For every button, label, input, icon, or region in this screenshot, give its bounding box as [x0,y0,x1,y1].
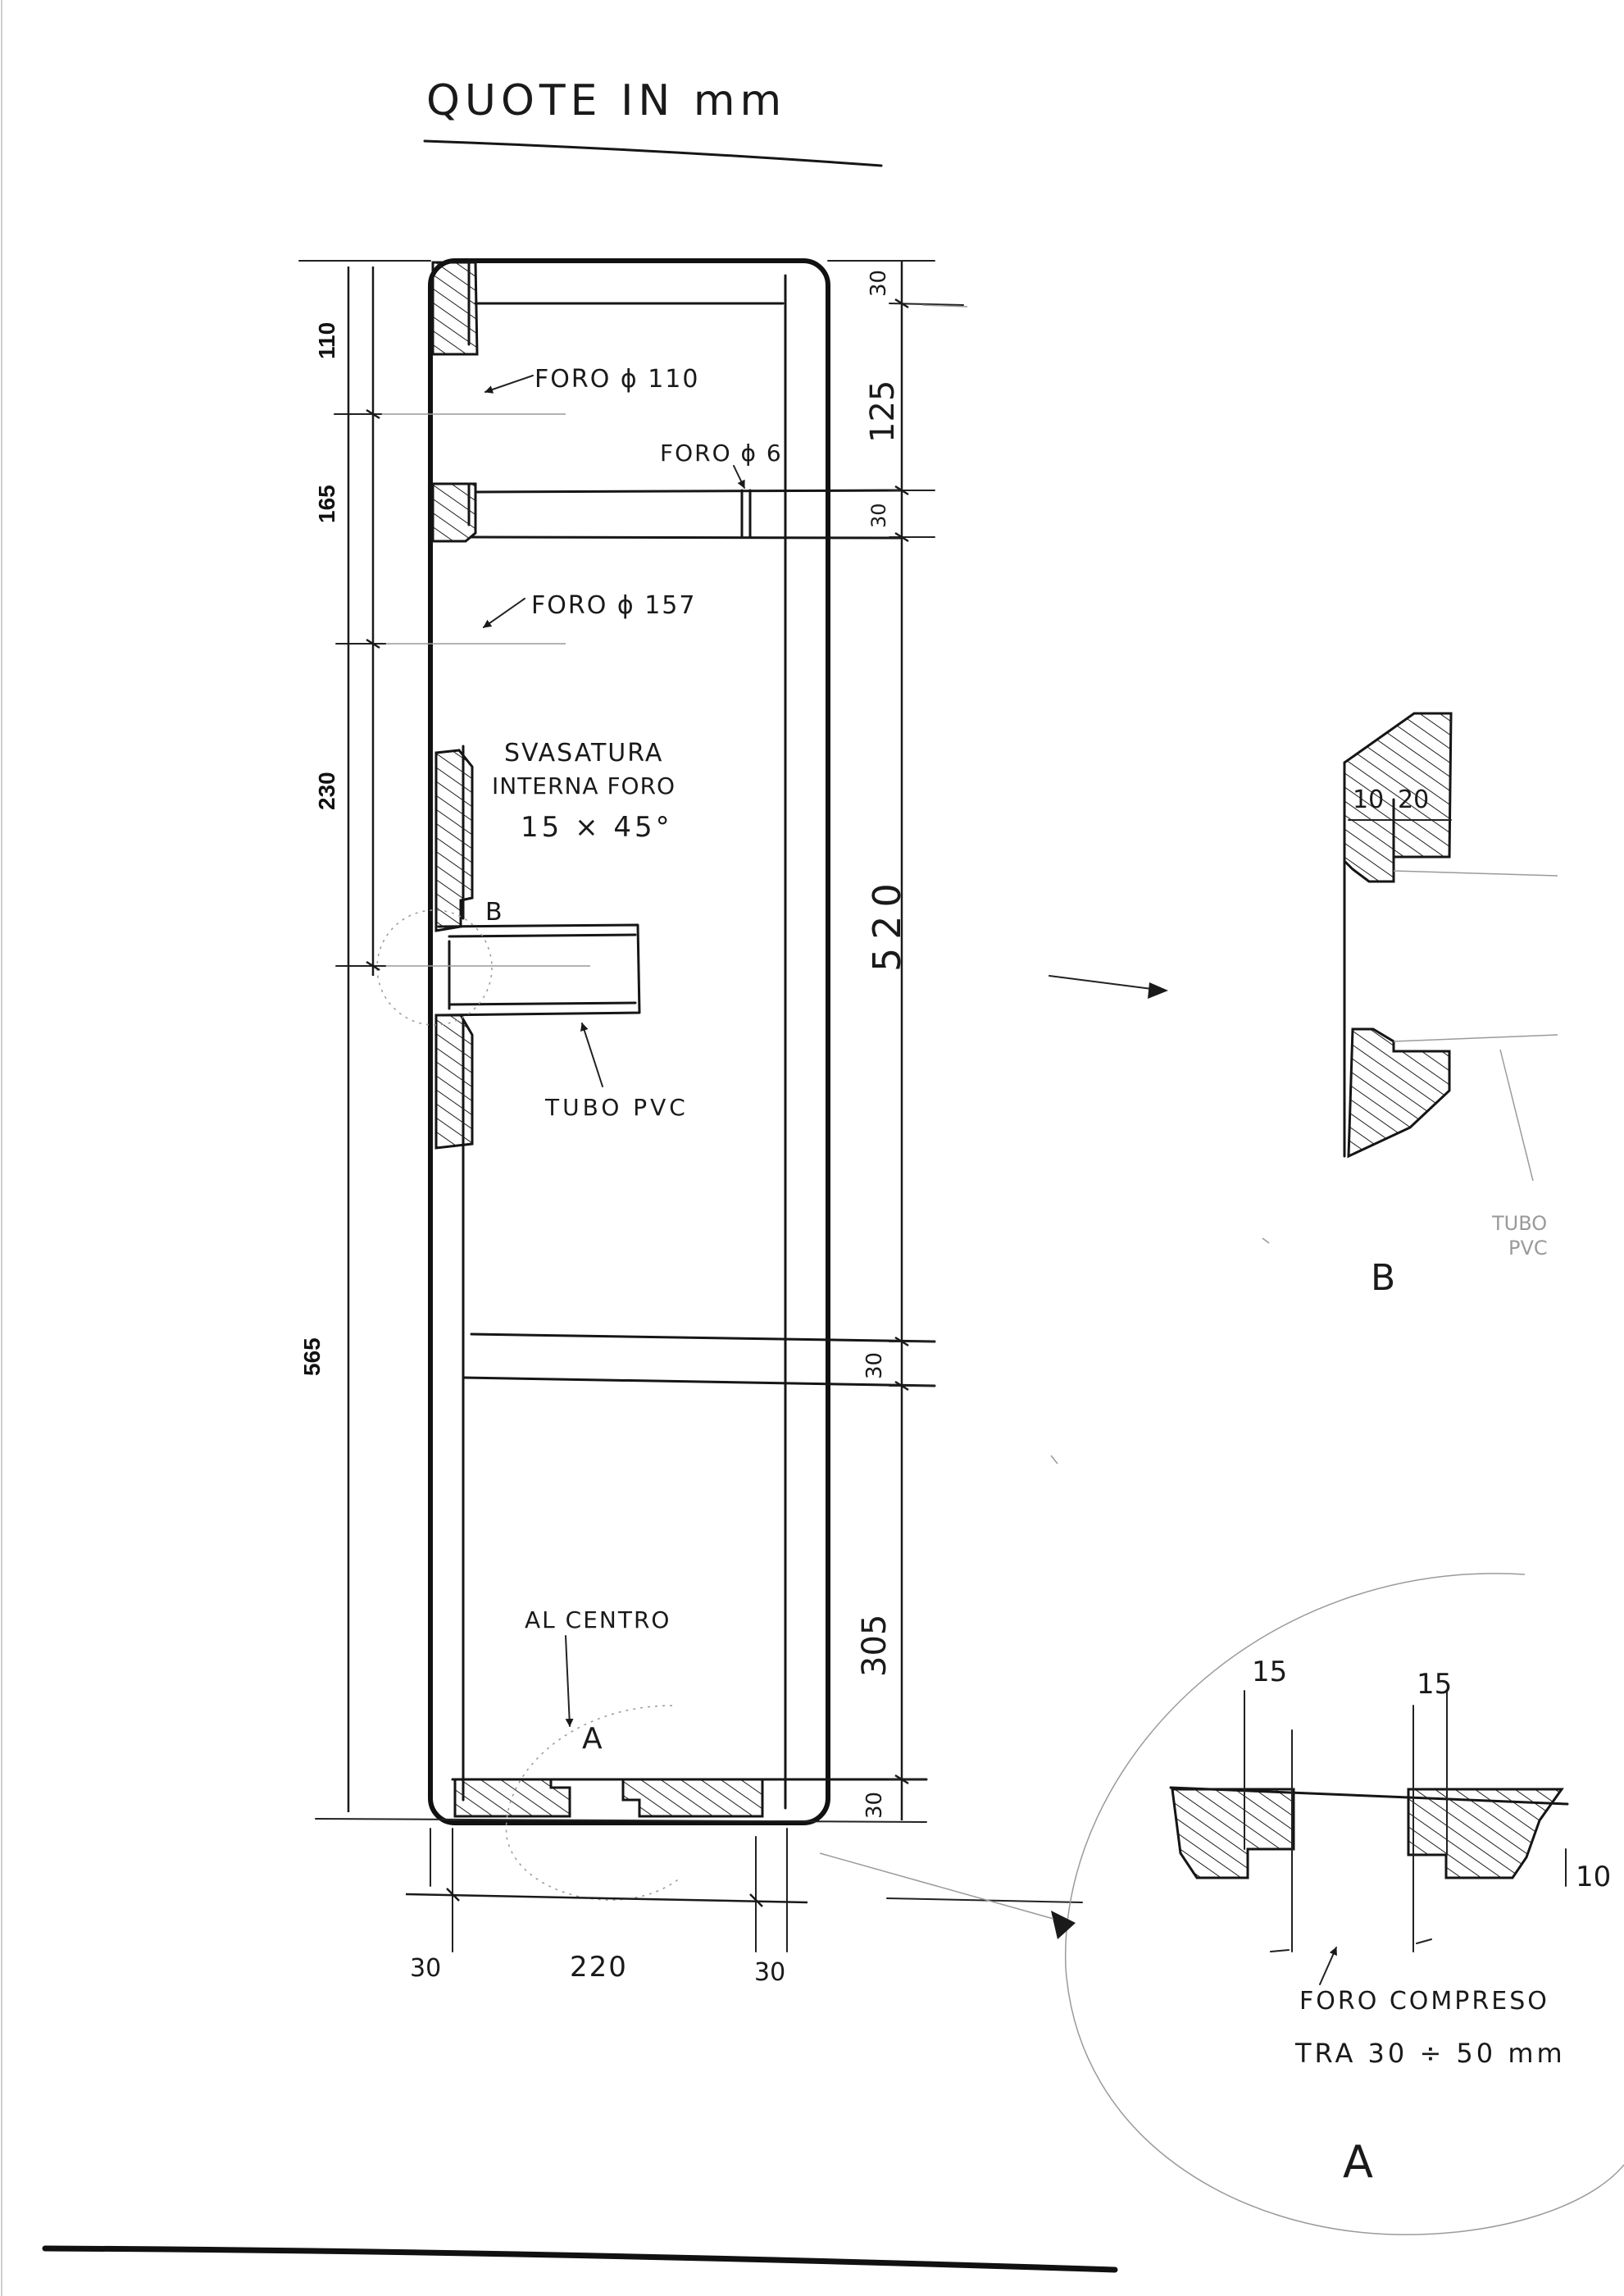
detail-b-pointer-head [1148,982,1168,999]
title-group: QUOTE IN mm [423,76,883,167]
right-dim-125: 125 [864,380,902,443]
bottom-dim-30-right: 30 [754,1958,785,1987]
bottom-extension-lines [430,1828,1083,1952]
right-dim-ticks [894,298,909,1785]
detail-a-note-leader [1319,1947,1337,1985]
svasatura-line-2: INTERNA FORO [492,772,676,800]
callout-b-label: B [485,898,503,927]
bottom-dimension-chain: 30 220 30 [405,1828,1083,1987]
bottom-dim-line [405,1893,808,1904]
detail-b: 10 20 TUBO PVC B [1343,712,1558,1299]
bottom-dim-220: 220 [570,1951,628,1984]
hatch-section-middle [434,749,474,932]
hatch-section-lower [434,1014,474,1150]
svasatura-line-1: SVASATURA [504,739,663,768]
right-extension-lines [827,260,964,1780]
pvc-tube [437,923,641,1017]
bottom-dim-ticks [446,1888,763,1907]
right-dim-305: 305 [856,1615,894,1677]
foro-157-label: FORO ϕ 157 [531,591,696,620]
detail-a-dim-15-right: 15 [1417,1668,1452,1701]
callout-a-label: A [582,1722,603,1756]
left-dim-230: 230 [314,772,339,810]
left-dim-565: 565 [299,1337,325,1376]
tubo-pvc-label: TUBO PVC [544,1094,689,1121]
al-centro-leader [565,1635,574,1727]
sheet-bottom-rule [42,2245,1118,2273]
shelf-1-bottom [470,535,903,540]
foro-6-label: FORO ϕ 6 [660,440,783,467]
bottom-dim-30-left: 30 [410,1954,441,1983]
detail-a-dim-extensions [1244,1690,1448,1952]
detail-b-dim-10: 10 [1353,786,1384,814]
right-dim-30-bottom: 30 [862,1792,887,1819]
left-dimension-chain: 110 165 230 565 [298,260,927,1823]
stray-mark-3 [921,304,968,308]
hatch-bottom-left [453,1778,571,1818]
detail-b-tube-lines [1393,870,1558,1042]
right-dim-30-top: 30 [867,270,891,297]
detail-a-note-2: TRA 30 ÷ 50 mm [1294,2038,1566,2069]
al-centro-label: AL CENTRO [525,1606,671,1633]
shelf-2-top [470,1332,936,1343]
left-dim-110: 110 [314,322,339,359]
foro-110-label: FORO ϕ 110 [535,365,699,394]
detail-a-enclosing-circle [1065,1573,1624,2235]
right-dimension-chain: 30 125 30 520 30 305 30 [827,260,964,1820]
drawing-title: QUOTE IN mm [426,76,786,125]
detail-a-dim-10: 10 [1576,1861,1611,1893]
stray-mark-2 [1262,1237,1270,1244]
detail-b-tubo-label-1: TUBO [1491,1212,1547,1235]
detail-b-tubo-label-2: PVC [1508,1237,1548,1260]
detail-b-tubo-leader [1499,1049,1534,1182]
detail-a-top-line [1169,1786,1569,1806]
detail-a-title: A [1343,2136,1373,2188]
left-extension-lines [298,260,927,1823]
cabinet-outer-outline [428,258,830,1825]
foro-6-leader [733,465,745,489]
foro-157-leader [483,598,525,628]
detail-b-outline [1343,761,1395,1158]
main-labels: FORO ϕ 110 FORO ϕ 6 FORO ϕ 157 SVASATURA… [483,365,783,1756]
tubo-pvc-leader [580,1023,603,1087]
detail-b-upper-section [1343,712,1453,883]
hatch-section-upper [431,482,477,543]
title-underline [423,139,883,167]
detail-a-dim-15-left: 15 [1252,1656,1287,1688]
detail-a-hole-dim [1270,1938,1432,1952]
detail-a-pointer-head [1051,1911,1076,1939]
stray-mark-1 [1050,1455,1058,1465]
svasatura-line-3: 15 × 45° [521,811,673,844]
detail-a-left-section [1171,1788,1295,1879]
detail-a: 15 15 10 FORO COMPRESO TRA 30 ÷ 50 mm A [1065,1573,1624,2235]
right-dim-30-shelf1: 30 [867,503,890,528]
left-dim-165: 165 [314,485,339,523]
shelf-2-bottom [462,1376,936,1387]
hatch-section-top [431,261,479,356]
detail-a-pointer-line [819,1852,1054,1920]
right-dim-30-shelf2: 30 [862,1352,887,1379]
detail-b-title: B [1371,1257,1395,1299]
foro-6-mark [740,489,752,539]
left-dim-ticks [366,408,380,972]
main-elevation [357,258,936,1901]
detail-b-dim-20: 20 [1398,786,1429,814]
detail-b-circle [376,909,493,1026]
detail-b-lower-section [1347,1027,1451,1159]
hatch-bottom-right [621,1778,764,1818]
detail-a-note-1: FORO COMPRESO [1299,1987,1549,2016]
detail-b-pointer [1049,975,1165,991]
foro-110-leader [484,375,534,394]
right-dim-520: 520 [865,875,909,972]
shelf-1-top [474,489,903,494]
